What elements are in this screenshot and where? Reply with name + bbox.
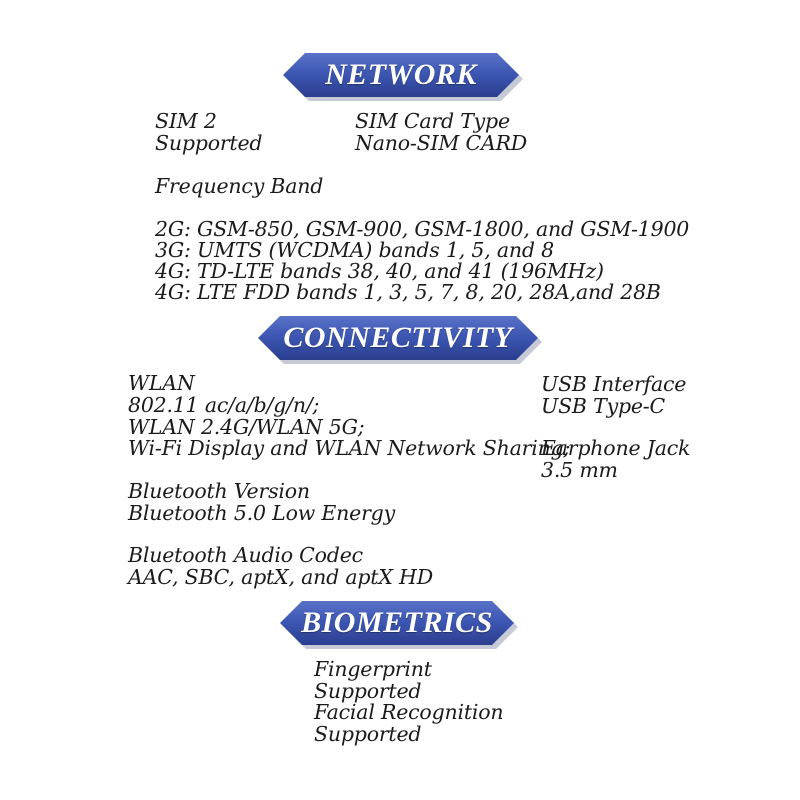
- band-line: 3G: UMTS (WCDMA) bands 1, 5, and 8: [155, 238, 555, 262]
- connectivity-banner: CONNECTIVITY: [258, 316, 538, 360]
- bt-codec-value: AAC, SBC, aptX, and aptX HD: [128, 565, 433, 589]
- bt-codec-label: Bluetooth Audio Codec: [128, 543, 363, 567]
- network-banner: NETWORK: [283, 53, 519, 97]
- earphone-value: 3.5 mm: [541, 458, 618, 482]
- frequency-label: Frequency Band: [155, 174, 324, 198]
- face-label: Facial Recognition: [314, 700, 504, 724]
- earphone-label: Earphone Jack: [541, 436, 691, 460]
- biometrics-banner: BIOMETRICS: [280, 601, 514, 645]
- sim-label: SIM 2: [155, 109, 217, 133]
- bt-version-value: Bluetooth 5.0 Low Energy: [128, 501, 395, 525]
- wlan-label: WLAN: [128, 371, 195, 395]
- wlan-line: 802.11 ac/a/b/g/n/;: [128, 393, 320, 417]
- bt-version-label: Bluetooth Version: [128, 479, 310, 503]
- network-title: NETWORK: [325, 58, 477, 91]
- face-value: Supported: [314, 722, 422, 746]
- band-line: 4G: TD-LTE bands 38, 40, and 41 (196MHz): [155, 259, 604, 283]
- usb-label: USB Interface: [541, 372, 687, 396]
- wlan-line: WLAN 2.4G/WLAN 5G;: [128, 415, 365, 439]
- fingerprint-label: Fingerprint: [314, 657, 432, 681]
- band-line: 4G: LTE FDD bands 1, 3, 5, 7, 8, 20, 28A…: [155, 280, 661, 304]
- sim-type-label: SIM Card Type: [355, 109, 510, 133]
- band-line: 2G: GSM-850, GSM-900, GSM-1800, and GSM-…: [155, 217, 690, 241]
- sim-value: Supported: [155, 131, 263, 155]
- connectivity-title: CONNECTIVITY: [283, 321, 513, 354]
- usb-value: USB Type-C: [541, 394, 666, 418]
- biometrics-title: BIOMETRICS: [301, 606, 493, 639]
- fingerprint-value: Supported: [314, 679, 422, 703]
- sim-type-value: Nano-SIM CARD: [355, 131, 528, 155]
- wlan-line: Wi-Fi Display and WLAN Network Sharing;: [128, 436, 571, 460]
